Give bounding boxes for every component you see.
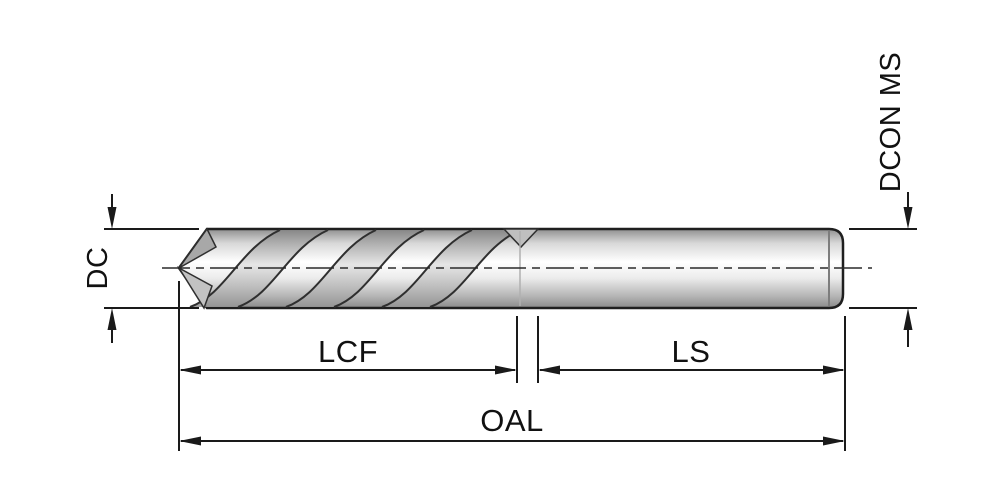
ls-arrowhead-left bbox=[538, 365, 560, 375]
drill-tip-facet-lower bbox=[176, 265, 213, 310]
oal-label: OAL bbox=[480, 403, 544, 438]
dc-label: DC bbox=[82, 247, 114, 290]
lcf-dimension: LCF bbox=[178, 281, 518, 451]
flute-edge-curve bbox=[381, 229, 473, 308]
dcon-dimension: DCON MS bbox=[849, 52, 917, 347]
dcon-arrowhead-bottom bbox=[903, 308, 913, 330]
dc-arrowhead-top bbox=[107, 207, 117, 229]
dcon-label: DCON MS bbox=[875, 52, 907, 192]
dc-dimension: DC bbox=[82, 194, 199, 343]
oal-arrowhead-right bbox=[823, 436, 845, 446]
ls-label: LS bbox=[672, 334, 711, 369]
oal-dimension: OAL bbox=[179, 403, 845, 446]
drill-tip-facet-upper bbox=[178, 227, 217, 269]
dcon-arrowhead-top bbox=[903, 207, 913, 229]
ls-dimension: LS bbox=[537, 316, 846, 451]
lcf-label: LCF bbox=[318, 334, 378, 369]
lcf-arrowhead-left bbox=[179, 365, 201, 375]
ls-arrowhead-right bbox=[823, 365, 845, 375]
flute-edge-curve bbox=[237, 229, 329, 308]
oal-arrowhead-left bbox=[179, 436, 201, 446]
flute-edge-curve bbox=[285, 229, 377, 308]
flute-edge-curve bbox=[333, 229, 425, 308]
flute-edge-curve bbox=[429, 229, 521, 308]
lcf-arrowhead-right bbox=[495, 365, 517, 375]
dc-arrowhead-bottom bbox=[107, 308, 117, 330]
flute-runout-notch bbox=[502, 228, 540, 249]
